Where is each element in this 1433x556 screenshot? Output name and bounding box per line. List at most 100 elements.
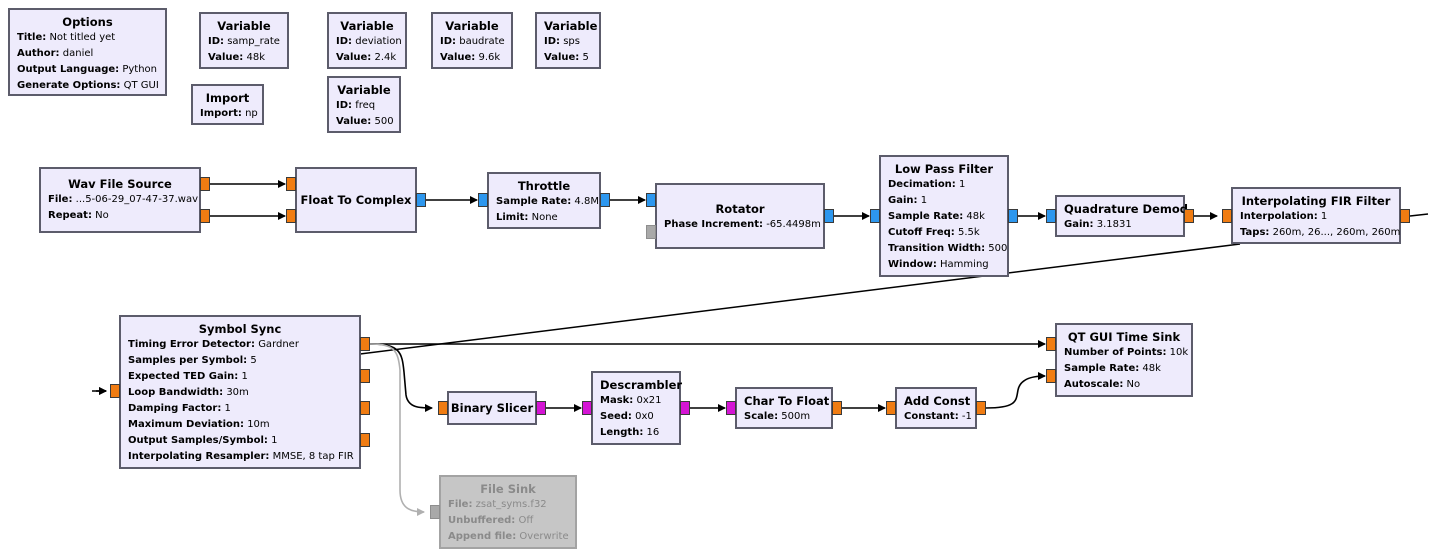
- variable-id: ID: samp_rate: [208, 36, 280, 47]
- throttle-limit: Limit: None: [496, 212, 558, 223]
- symsync-out0-port[interactable]: [360, 337, 370, 351]
- interpolating-fir-filter-block[interactable]: Interpolating FIR Filter Interpolation: …: [1231, 187, 1401, 244]
- time-sink-title: QT GUI Time Sink: [1067, 330, 1181, 344]
- binary-slicer-block[interactable]: Binary Slicer: [447, 391, 537, 425]
- char-to-float-block[interactable]: Char To Float Scale: 500m: [735, 387, 833, 429]
- variable-title: Variable: [337, 83, 391, 97]
- symsync-in-port[interactable]: [110, 384, 120, 398]
- options-block[interactable]: Options Title: Not titled yet Author: da…: [8, 8, 167, 96]
- symsync-loop-bw: Loop Bandwidth: 30m: [128, 387, 249, 398]
- lpf-cutoff: Cutoff Freq: 5.5k: [888, 227, 980, 238]
- c2f-scale: Scale: 500m: [744, 411, 811, 422]
- symsync-damping: Damping Factor: 1: [128, 403, 231, 414]
- float-to-complex-title: Float To Complex: [300, 193, 412, 207]
- options-row-generate: Generate Options: QT GUI: [17, 80, 159, 91]
- add-const-out-port[interactable]: [976, 401, 986, 415]
- interp-fir-interpolation: Interpolation: 1: [1240, 211, 1328, 222]
- interp-fir-in-port[interactable]: [1222, 209, 1232, 223]
- import-block[interactable]: Import Import: np: [191, 84, 264, 125]
- lpf-decimation: Decimation: 1: [888, 179, 966, 190]
- lpf-title: Low Pass Filter: [894, 162, 994, 176]
- symsync-sps: Samples per Symbol: 5: [128, 355, 257, 366]
- variable-title: Variable: [217, 19, 271, 33]
- variable-freq[interactable]: Variable ID: freq Value: 500: [327, 76, 401, 133]
- import-title: Import: [205, 91, 250, 105]
- variable-title: Variable: [340, 19, 394, 33]
- slicer-out-port[interactable]: [536, 401, 546, 415]
- symsync-out2-port[interactable]: [360, 401, 370, 415]
- wav-source-out0-port[interactable]: [200, 177, 210, 191]
- interp-fir-taps: Taps: 260m, 26..., 260m, 260m: [1240, 227, 1401, 238]
- slicer-in-port[interactable]: [438, 401, 448, 415]
- quad-demod-in-port[interactable]: [1046, 209, 1056, 223]
- quad-demod-out-port[interactable]: [1184, 209, 1194, 223]
- ftc-in1-port[interactable]: [286, 209, 296, 223]
- interp-fir-out-port[interactable]: [1400, 209, 1410, 223]
- wire-interp-symsync[interactable]: [92, 213, 1429, 391]
- variable-value: Value: 500: [336, 116, 394, 127]
- throttle-in-port[interactable]: [478, 193, 488, 207]
- throttle-sample-rate: Sample Rate: 4.8M: [496, 196, 599, 207]
- wire-symsync-slicer[interactable]: [369, 343, 433, 412]
- add-const-title: Add Const: [904, 394, 971, 408]
- descrambler-in-port[interactable]: [582, 401, 592, 415]
- rotator-block[interactable]: Rotator Phase Increment: -65.4498m: [655, 183, 825, 249]
- low-pass-filter-block[interactable]: Low Pass Filter Decimation: 1 Gain: 1 Sa…: [879, 155, 1009, 277]
- lpf-window: Window: Hamming: [888, 259, 989, 270]
- wire-symsync-filesink[interactable]: [369, 343, 425, 516]
- c2f-in-port[interactable]: [726, 401, 736, 415]
- options-row-author: Author: daniel: [17, 48, 94, 59]
- rotator-out-port[interactable]: [824, 209, 834, 223]
- variable-samp-rate[interactable]: Variable ID: samp_rate Value: 48k: [199, 12, 289, 69]
- float-to-complex-block[interactable]: Float To Complex: [295, 167, 417, 233]
- wav-source-out1-port[interactable]: [200, 209, 210, 223]
- lpf-in-port[interactable]: [870, 209, 880, 223]
- lpf-out-port[interactable]: [1008, 209, 1018, 223]
- symbol-sync-block[interactable]: Symbol Sync Timing Error Detector: Gardn…: [119, 315, 361, 469]
- variable-title: Variable: [445, 19, 499, 33]
- qt-gui-time-sink-block[interactable]: QT GUI Time Sink Number of Points: 10k S…: [1055, 323, 1193, 397]
- time-sink-autoscale: Autoscale: No: [1064, 379, 1141, 390]
- add-const-in-port[interactable]: [886, 401, 896, 415]
- symsync-out3-port[interactable]: [360, 433, 370, 447]
- variable-value: Value: 2.4k: [336, 52, 397, 63]
- time-sink-points: Number of Points: 10k: [1064, 347, 1189, 358]
- time-sink-in0-port[interactable]: [1046, 337, 1056, 351]
- lpf-sample-rate: Sample Rate: 48k: [888, 211, 985, 222]
- descrambler-out-port[interactable]: [680, 401, 690, 415]
- wav-source-repeat: Repeat: No: [48, 210, 109, 221]
- variable-baudrate[interactable]: Variable ID: baudrate Value: 9.6k: [431, 12, 513, 69]
- descrambler-length: Length: 16: [600, 427, 660, 438]
- time-sink-in1-port[interactable]: [1046, 369, 1056, 383]
- options-row-language: Output Language: Python: [17, 64, 158, 75]
- quad-demod-title: Quadrature Demod: [1064, 202, 1189, 216]
- symsync-out1-port[interactable]: [360, 369, 370, 383]
- ftc-in0-port[interactable]: [286, 177, 296, 191]
- symsync-ted-gain: Expected TED Gain: 1: [128, 371, 248, 382]
- throttle-out-port[interactable]: [600, 193, 610, 207]
- symsync-ted: Timing Error Detector: Gardner: [128, 339, 299, 350]
- variable-value: Value: 9.6k: [440, 52, 501, 63]
- rotator-in-port[interactable]: [646, 193, 656, 207]
- file-sink-append: Append file: Overwrite: [448, 531, 569, 542]
- file-sink-in-port[interactable]: [430, 505, 440, 519]
- variable-id: ID: freq: [336, 100, 376, 111]
- c2f-out-port[interactable]: [832, 401, 842, 415]
- wav-file-source-block[interactable]: Wav File Source File: ...5-06-29_07-47-3…: [39, 167, 201, 233]
- variable-id: ID: deviation: [336, 36, 402, 47]
- lpf-transition: Transition Width: 500: [888, 243, 1008, 254]
- rotator-phase-msg-port[interactable]: [646, 225, 656, 239]
- file-sink-block[interactable]: File Sink File: zsat_syms.f32 Unbuffered…: [439, 475, 577, 549]
- lpf-gain: Gain: 1: [888, 195, 928, 206]
- wire-addconst-timesink[interactable]: [985, 372, 1046, 409]
- ftc-out-port[interactable]: [416, 193, 426, 207]
- variable-title: Variable: [544, 19, 598, 33]
- quadrature-demod-block[interactable]: Quadrature Demod Gain: 3.1831: [1055, 195, 1189, 237]
- time-sink-rate: Sample Rate: 48k: [1064, 363, 1161, 374]
- variable-deviation[interactable]: Variable ID: deviation Value: 2.4k: [327, 12, 407, 69]
- throttle-block[interactable]: Throttle Sample Rate: 4.8M Limit: None: [487, 172, 601, 229]
- descrambler-block[interactable]: Descrambler Mask: 0x21 Seed: 0x0 Length:…: [591, 371, 682, 445]
- add-const-block[interactable]: Add Const Constant: -1: [895, 387, 977, 429]
- variable-sps[interactable]: Variable ID: sps Value: 5: [535, 12, 601, 69]
